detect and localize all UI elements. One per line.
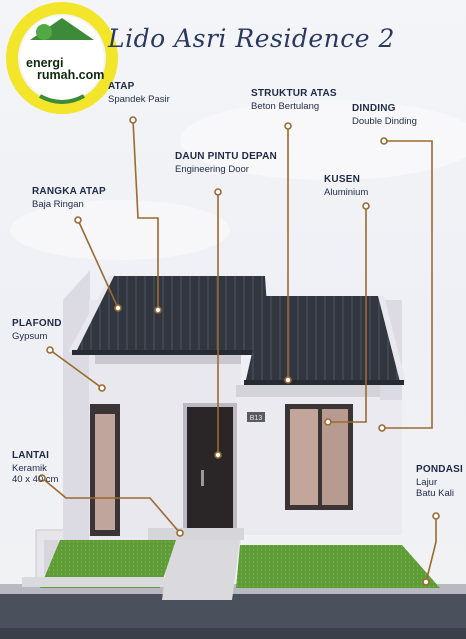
label-atap-value: Spandek Pasir <box>108 93 170 105</box>
label-pondasi: PONDASI Lajur Batu Kali <box>416 464 463 500</box>
page-title: Lido Asri Residence 2 <box>108 24 395 53</box>
front-walkway <box>162 540 240 600</box>
logo-text-line2: rumah.com <box>37 68 105 82</box>
label-plafond-title: PLAFOND <box>12 318 62 329</box>
lawn-left <box>40 540 176 588</box>
house-number-plate <box>247 412 265 422</box>
label-kusen: KUSEN Aluminium <box>324 174 368 198</box>
leader-plafond <box>49 349 103 389</box>
leader-dots <box>38 116 440 586</box>
right-roof-fascia <box>244 380 404 385</box>
label-lantai: LANTAI Keramik 40 x 40 cm <box>12 450 58 486</box>
label-kusen-value: Aluminium <box>324 186 369 198</box>
leader-dinding <box>382 140 433 429</box>
logo: energi rumah.com <box>6 2 118 114</box>
leader-kusen <box>328 206 367 423</box>
cloud <box>10 200 230 260</box>
label-rangka-atap-value: Baja Ringan <box>32 198 84 210</box>
left-roof-edge <box>68 276 114 352</box>
label-kusen-title: KUSEN <box>324 174 361 185</box>
house-number: B13 <box>250 415 263 422</box>
label-pondasi-title: PONDASI <box>416 464 463 475</box>
right-window-glass <box>290 409 318 505</box>
label-daun-pintu: DAUN PINTU DEPAN Engineering Door <box>175 151 277 175</box>
logo-text-line1: energi <box>26 56 64 70</box>
terrace-step <box>148 528 244 540</box>
label-dinding-value: Double Dinding <box>352 115 417 127</box>
label-struktur-atas-title: STRUKTUR ATAS <box>251 88 337 99</box>
label-pondasi-value: Lajur <box>416 476 438 488</box>
curb <box>22 577 166 587</box>
label-plafond-value: Gypsum <box>12 330 48 342</box>
leader-pondasi <box>425 516 437 583</box>
label-lantai-value2: 40 x 40 cm <box>12 474 59 486</box>
label-daun-pintu-title: DAUN PINTU DEPAN <box>175 151 277 162</box>
left-window-glass <box>95 414 115 530</box>
label-rangka-atap: RANGKA ATAP Baja Ringan <box>32 186 106 210</box>
door-handle <box>201 470 204 486</box>
label-pondasi-value2: Batu Kali <box>416 488 455 500</box>
left-roof-fascia <box>72 350 270 355</box>
label-plafond: PLAFOND Gypsum <box>12 318 62 342</box>
label-atap-title: ATAP <box>108 81 135 92</box>
label-lantai-value: Keramik <box>12 462 47 474</box>
label-daun-pintu-value: Engineering Door <box>175 163 249 175</box>
logo-emblem <box>6 2 118 114</box>
right-roof <box>245 296 402 384</box>
lawn-right <box>236 545 440 588</box>
cloud <box>180 100 466 180</box>
leaf-icon <box>36 24 52 40</box>
label-atap: ATAP Spandek Pasir <box>108 81 170 105</box>
leader-lantai <box>41 477 181 534</box>
right-eave-shadow <box>236 385 402 397</box>
left-roof <box>73 276 270 352</box>
leader-atap <box>132 119 159 310</box>
front-door <box>187 407 233 529</box>
road-edge <box>0 628 466 639</box>
label-struktur-atas: STRUKTUR ATAS Beton Bertulang <box>251 88 337 112</box>
leader-lines <box>41 119 437 583</box>
right-roof-edge <box>378 296 406 382</box>
label-rangka-atap-title: RANGKA ATAP <box>32 186 106 197</box>
label-dinding-title: DINDING <box>352 103 396 114</box>
label-lantai-title: LANTAI <box>12 450 50 461</box>
label-struktur-atas-value: Beton Bertulang <box>251 100 320 112</box>
label-dinding: DINDING Double Dinding <box>352 103 417 127</box>
leader-rangka-atap <box>77 219 119 309</box>
left-gable <box>63 270 90 300</box>
